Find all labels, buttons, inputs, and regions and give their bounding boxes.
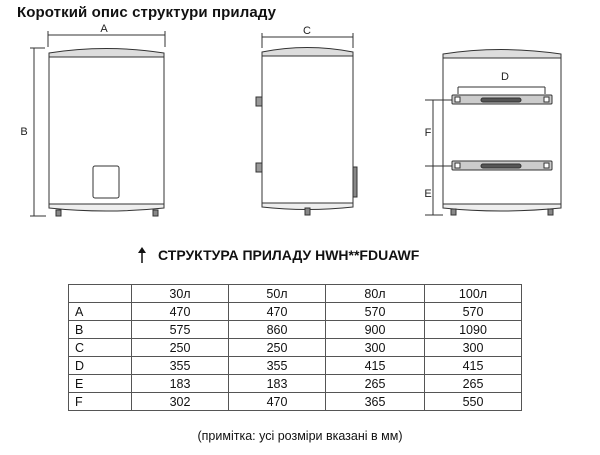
- table-cell: 470: [228, 302, 326, 321]
- table-cell: 250: [131, 338, 229, 357]
- table-cell: 300: [424, 338, 522, 357]
- row-label: A: [68, 302, 132, 321]
- label-b: B: [20, 126, 27, 138]
- table-cell: 575: [131, 320, 229, 339]
- table-cell: 470: [131, 302, 229, 321]
- front-view-drawing: [30, 31, 166, 217]
- table-cell: 415: [424, 356, 522, 375]
- label-c: C: [303, 25, 311, 37]
- back-view-drawing: [425, 49, 562, 216]
- heater-drawings: A B C: [20, 23, 562, 217]
- header-cell: 100л: [424, 284, 522, 303]
- table-cell: 265: [325, 374, 425, 393]
- row-label: C: [68, 338, 132, 357]
- header-cell: 50л: [228, 284, 326, 303]
- table-cell: 250: [228, 338, 326, 357]
- section-title: СТРУКТУРА ПРИЛАДУ HWH**FDUAWF: [158, 247, 420, 263]
- table-cell: 470: [228, 392, 326, 411]
- table-cell: 265: [424, 374, 522, 393]
- label-a: A: [100, 23, 108, 35]
- table-cell: 365: [325, 392, 425, 411]
- table-row: E 183 183 265 265: [68, 374, 522, 393]
- label-e: E: [424, 188, 431, 200]
- side-view-drawing: [255, 33, 358, 216]
- label-d: D: [501, 71, 509, 83]
- table-row: B 575 860 900 1090: [68, 320, 522, 339]
- header-cell: 80л: [325, 284, 425, 303]
- table-cell: 550: [424, 392, 522, 411]
- table-cell: 1090: [424, 320, 522, 339]
- table-row: C 250 250 300 300: [68, 338, 522, 357]
- table-cell: 570: [325, 302, 425, 321]
- table-cell: 302: [131, 392, 229, 411]
- dimensions-table: 30л 50л 80л 100л A 470 470 570 570 B 575…: [68, 284, 522, 411]
- row-label: F: [68, 392, 132, 411]
- row-label: E: [68, 374, 132, 393]
- table-row: A 470 470 570 570: [68, 302, 522, 321]
- table-cell: 183: [131, 374, 229, 393]
- table-cell: 415: [325, 356, 425, 375]
- row-label: B: [68, 320, 132, 339]
- footnote: (примітка: усі розміри вказані в мм): [197, 429, 403, 443]
- label-f: F: [425, 127, 432, 139]
- page-title: Короткий опис структури приладу: [17, 4, 277, 21]
- table-row: F 302 470 365 550: [68, 392, 522, 411]
- header-cell: [68, 284, 132, 303]
- header-cell: 30л: [131, 284, 229, 303]
- row-label: D: [68, 356, 132, 375]
- section-heading: СТРУКТУРА ПРИЛАДУ HWH**FDUAWF: [136, 247, 419, 263]
- table-cell: 300: [325, 338, 425, 357]
- arrow-up-icon: [138, 247, 146, 263]
- table-cell: 183: [228, 374, 326, 393]
- table-cell: 860: [228, 320, 326, 339]
- table-cell: 355: [228, 356, 326, 375]
- table-cell: 570: [424, 302, 522, 321]
- table-cell: 900: [325, 320, 425, 339]
- table-header-row: 30л 50л 80л 100л: [68, 284, 522, 303]
- table-cell: 355: [131, 356, 229, 375]
- table-row: D 355 355 415 415: [68, 356, 522, 375]
